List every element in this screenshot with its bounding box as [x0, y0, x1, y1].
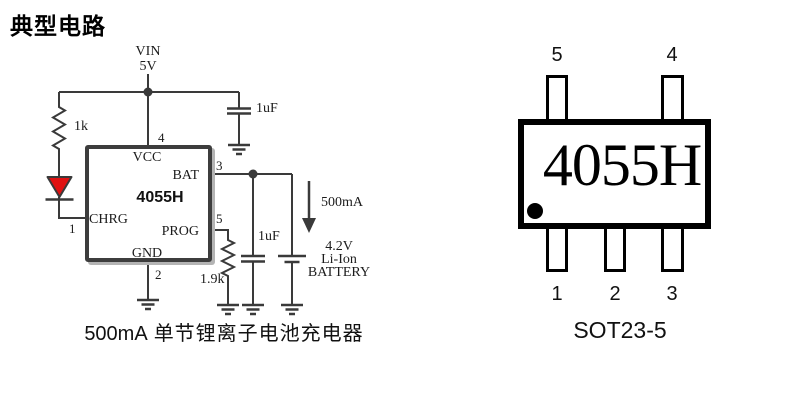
prog-pin-label: PROG	[161, 224, 199, 239]
resistor-r1	[51, 92, 67, 177]
circuit-caption-text: 单节锂离子电池充电器	[153, 323, 364, 345]
package-pin-1	[546, 225, 568, 272]
package-pin1-number: 1	[551, 283, 563, 305]
ground-symbol-battery	[281, 303, 303, 316]
package-name-label: SOT23-5	[573, 317, 667, 343]
circuit-caption-current: 500mA	[84, 323, 148, 345]
charge-current-label: 500mA	[321, 195, 363, 210]
junction-dots	[143, 87, 258, 179]
pin1-marker-dot	[527, 203, 543, 219]
package-pin2-number: 2	[609, 283, 621, 305]
gnd-pin-label: GND	[131, 246, 163, 261]
c2-value-label: 1uF	[258, 229, 280, 244]
battery-chemistry-label: Li-Ion	[321, 252, 357, 267]
vcc-pin-label: VCC	[132, 150, 162, 165]
pin4-number: 4	[158, 130, 165, 145]
chip-part-number: 4055H	[136, 189, 184, 206]
ground-symbol-gnd	[137, 298, 159, 311]
package-pin-4	[661, 75, 684, 123]
package-pin4-number: 4	[666, 44, 678, 66]
capacitor-c2	[241, 254, 265, 263]
ground-symbol-c1	[228, 143, 250, 156]
package-pin3-number: 3	[666, 283, 678, 305]
battery-name-label: BATTERY	[307, 265, 371, 280]
pin3-number: 3	[216, 158, 223, 173]
ground-symbols	[137, 143, 303, 316]
bat-pin-label: BAT	[172, 168, 199, 183]
wire-led-to-chrg	[58, 197, 85, 219]
package-pin-2	[604, 225, 626, 272]
chip-4055h-outline	[85, 145, 212, 262]
pin1-number: 1	[69, 221, 76, 236]
package-pin-5	[546, 75, 568, 123]
pin2-number: 2	[155, 267, 162, 282]
r2-value-label: 1.9k	[200, 272, 225, 287]
c1-value-label: 1uF	[256, 101, 278, 116]
page-title: 典型电路	[10, 13, 106, 39]
junction-dot-bat	[248, 169, 258, 179]
package-pin-3	[661, 225, 684, 272]
chrg-pin-label: CHRG	[89, 212, 128, 227]
battery-voltage-label: 4.2V	[325, 239, 353, 254]
package-marking: 4055H	[542, 132, 702, 198]
pin5-number: 5	[216, 211, 223, 226]
vin-label: VIN	[135, 44, 161, 59]
package-pin5-number: 5	[551, 44, 563, 66]
r1-value-label: 1k	[74, 119, 88, 134]
junction-dot-vin	[143, 87, 153, 97]
vin-voltage-label: 5V	[139, 59, 157, 74]
battery-symbol	[278, 254, 306, 264]
package-body	[518, 119, 711, 229]
ground-symbol-c2	[242, 303, 264, 316]
ground-symbol-r2	[217, 303, 239, 316]
led-charge-indicator	[46, 176, 73, 198]
current-arrow-head	[302, 218, 316, 233]
capacitor-c1	[227, 107, 251, 115]
resistor-r2	[212, 229, 237, 305]
